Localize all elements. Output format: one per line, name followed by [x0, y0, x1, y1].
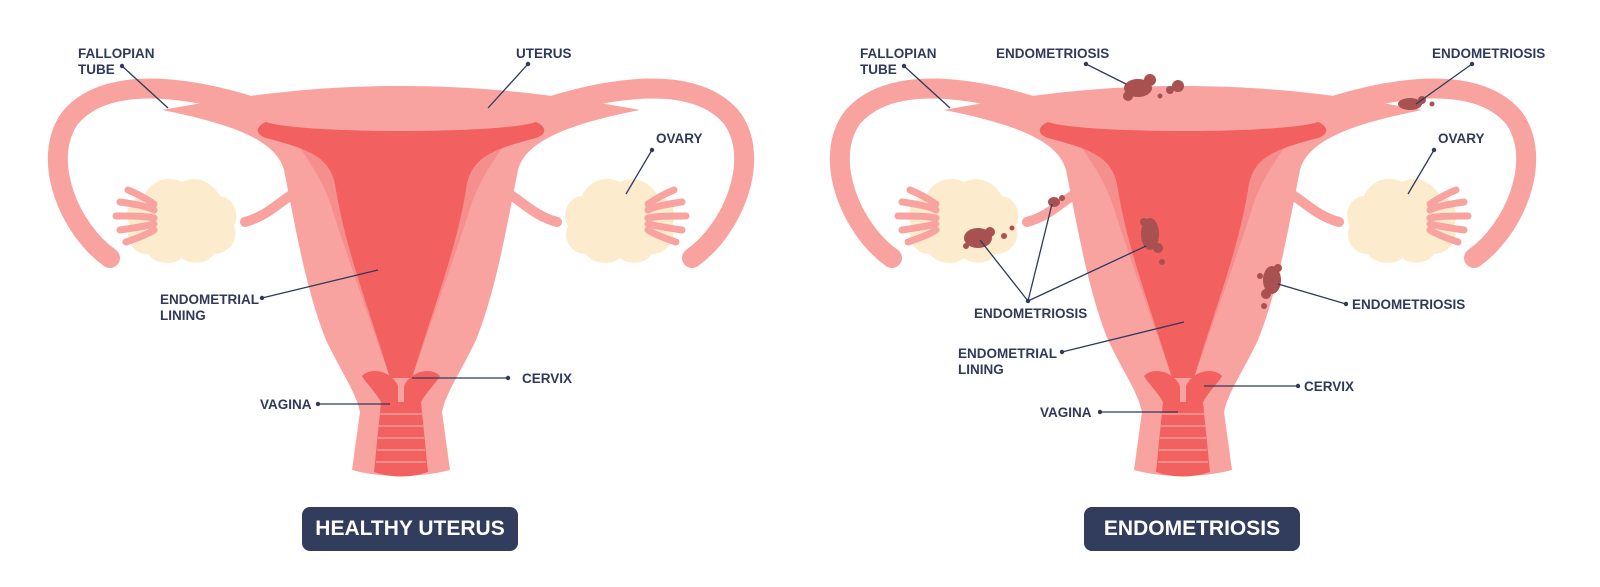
label-endometriosis-mid: ENDOMETRIOSIS — [974, 306, 1087, 321]
healthy-uterus-title-badge: HEALTHY UTERUS — [302, 507, 518, 551]
label-cervix: CERVIX — [1304, 379, 1354, 394]
label-vagina: VAGINA — [260, 397, 312, 412]
label-uterus: UTERUS — [516, 46, 572, 61]
label-endometrial-line1: ENDOMETRIAL — [958, 346, 1057, 361]
label-vagina: VAGINA — [1040, 405, 1092, 420]
endometriosis-uterus-illustration — [840, 86, 1526, 477]
label-endometriosis-side: ENDOMETRIOSIS — [1352, 297, 1465, 312]
label-endometriosis-top: ENDOMETRIOSIS — [996, 46, 1109, 61]
endometriosis-title-badge: ENDOMETRIOSIS — [1084, 507, 1300, 551]
label-endometrial-line1: ENDOMETRIAL — [160, 292, 259, 307]
healthy-uterus-illustration — [58, 86, 744, 477]
label-endometriosis-right: ENDOMETRIOSIS — [1432, 46, 1545, 61]
label-fallopian-line1: FALLOPIAN — [860, 46, 937, 61]
label-endometrial-line2: LINING — [958, 362, 1004, 377]
label-ovary: OVARY — [1438, 131, 1485, 146]
endometriosis-diagram: FALLOPIAN TUBE ENDOMETRIOSIS ENDOMETRIOS… — [840, 46, 1545, 477]
label-endometrial-line2: LINING — [160, 308, 206, 323]
healthy-uterus-diagram: FALLOPIAN TUBE UTERUS OVARY ENDOMETRIAL … — [58, 46, 744, 477]
label-fallopian-line2: TUBE — [860, 62, 897, 77]
label-ovary: OVARY — [656, 131, 703, 146]
label-cervix: CERVIX — [522, 371, 572, 386]
label-fallopian-line1: FALLOPIAN — [78, 46, 155, 61]
label-fallopian-line2: TUBE — [78, 62, 115, 77]
